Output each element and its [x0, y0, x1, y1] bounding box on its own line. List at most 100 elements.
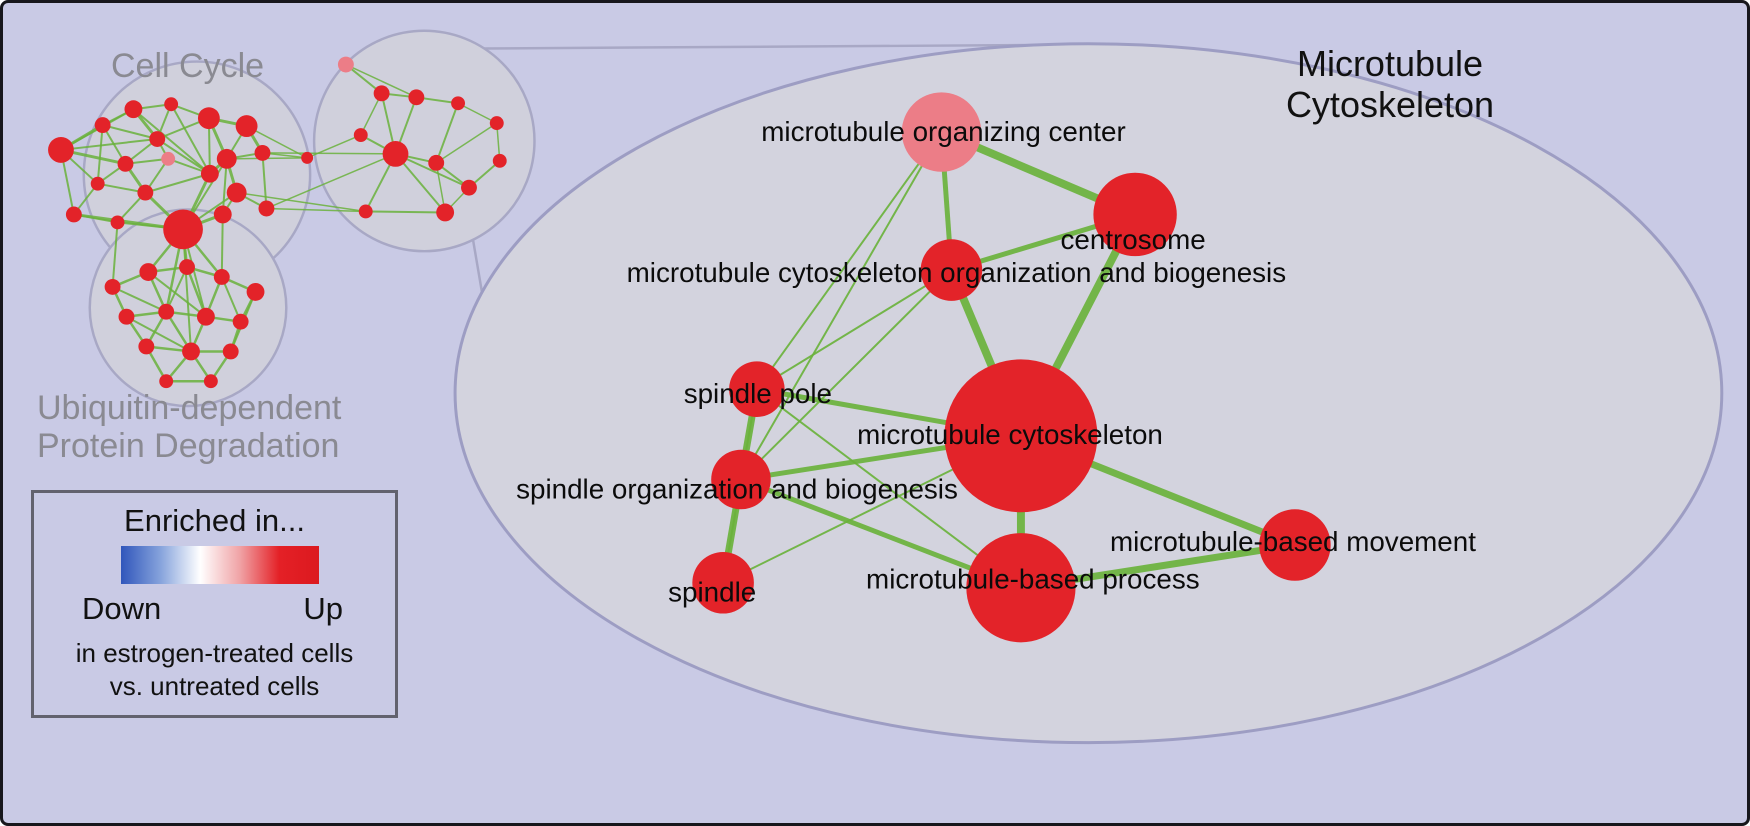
overview-node-33 [104, 278, 121, 295]
overview-node-45 [159, 374, 174, 389]
zoom-node-mc [944, 359, 1098, 513]
zoom-edge-spindle_pole-mbp [756, 388, 1022, 589]
zoom-cone-line-1 [458, 43, 1084, 50]
cluster-label-ubiquitin-line1: Ubiquitin-dependent [37, 389, 342, 427]
zoom-ellipse [453, 42, 1724, 745]
overview-node-26 [382, 140, 409, 167]
overview-node-12 [137, 184, 154, 201]
overview-node-43 [182, 342, 200, 361]
cluster-label-cell-cycle-text: Cell Cycle [111, 47, 265, 85]
overview-node-2 [124, 100, 143, 119]
overview-edge [145, 172, 211, 194]
overview-edge [132, 108, 211, 175]
overview-node-15 [110, 215, 125, 230]
overview-node-37 [246, 282, 265, 301]
overview-node-30 [358, 204, 373, 219]
legend-down-label: Down [82, 591, 162, 626]
zoom-node-label-centrosome: centrosome [1061, 224, 1206, 255]
overview-node-21 [373, 85, 390, 102]
overview-node-5 [235, 115, 258, 138]
zoom-node-label-mc: microtubule cytoskeleton [857, 419, 1163, 450]
overview-node-14 [65, 206, 82, 223]
overview-edge [170, 103, 211, 175]
zoom-node-mbp [966, 533, 1076, 643]
zoom-node-label-mbp: microtubule-based process [866, 564, 1200, 595]
overview-node-35 [179, 259, 195, 276]
zoom-node-centrosome [1093, 172, 1177, 257]
overview-edge [261, 152, 268, 209]
overview-edge [266, 207, 366, 213]
zoom-node-label-mcob: microtubule cytoskeleton organization an… [627, 257, 1286, 288]
overview-edge [60, 138, 158, 151]
overview-node-28 [301, 151, 314, 164]
overview-edge [156, 138, 211, 175]
overview-edge [165, 266, 188, 313]
overview-node-40 [196, 307, 215, 326]
overview-node-1 [94, 117, 111, 134]
overview-node-41 [232, 313, 249, 330]
overview-edge [126, 315, 192, 353]
zoom-edge-moc-spindle_pole [756, 131, 943, 390]
overview-edge [97, 182, 146, 194]
legend-caption-line1: in estrogen-treated cells [75, 638, 354, 668]
overview-edge [365, 210, 446, 214]
overview-node-9 [216, 148, 237, 169]
overview-node-24 [489, 116, 504, 131]
overview-edge [147, 271, 207, 318]
zoom-title-line1: Microtubule [1296, 43, 1484, 84]
zoom-edge-mcob-sob [740, 269, 953, 481]
overview-node-16 [163, 209, 203, 250]
overview-edge [435, 122, 498, 164]
legend-caption: in estrogen-treated cells vs. untreated … [34, 637, 395, 702]
overview-node-34 [139, 263, 158, 281]
overview-node-29 [461, 179, 477, 196]
overview-node-3 [164, 97, 179, 112]
overview-node-39 [158, 303, 175, 320]
overview-edge [262, 152, 396, 155]
overview-node-13 [226, 182, 247, 203]
overview-edge [266, 153, 396, 210]
cluster-circle-microtubule-cytoskeleton [312, 29, 536, 253]
legend-box: Enriched in... Down Up in estrogen-treat… [31, 490, 398, 718]
zoom-node-label-spindle: spindle [668, 577, 756, 608]
zoom-node-label-spindle_pole: spindle pole [684, 378, 832, 409]
cluster-label-microtubule-cytoskeleton: Microtubule Cytoskeleton [1245, 43, 1535, 126]
overview-edge [220, 276, 242, 323]
overview-node-32 [492, 153, 507, 168]
overview-node-17 [213, 205, 232, 224]
overview-node-7 [161, 151, 176, 166]
legend-up-label: Up [303, 591, 343, 626]
overview-node-6 [149, 131, 166, 147]
overview-node-42 [138, 338, 155, 355]
overview-node-10 [254, 144, 271, 161]
overview-node-36 [213, 269, 230, 285]
overview-edge [345, 63, 417, 98]
overview-node-19 [200, 164, 219, 183]
zoom-edge-moc-sob [740, 131, 943, 481]
zoom-node-label-mbm: microtubule-based movement [1110, 526, 1476, 557]
zoom-title-line2: Cytoskeleton [1285, 84, 1495, 126]
zoom-node-label-sob: spindle organization and biogenesis [516, 473, 958, 504]
overview-node-22 [408, 89, 425, 106]
zoom-node-sob [711, 449, 771, 510]
overview-edge [435, 102, 459, 164]
cluster-label-ubiquitin: Ubiquitin-dependent Protein Degradation [37, 389, 341, 465]
zoom-node-mbm [1259, 509, 1331, 581]
zoom-edge-mcob-spindle_pole [756, 269, 952, 391]
overview-edge [246, 125, 308, 159]
legend-title: Enriched in... [124, 503, 305, 538]
cluster-label-ubiquitin-line2: Protein Degradation [37, 427, 340, 466]
overview-edge [236, 191, 366, 213]
legend-caption-line2: vs. untreated cells [109, 670, 320, 701]
overview-edge [102, 124, 158, 140]
legend-gradient-bar [121, 546, 319, 584]
overview-node-38 [118, 308, 135, 325]
zoom-node-spindle [692, 551, 754, 614]
overview-node-8 [117, 155, 134, 172]
zoom-node-spindle_pole [729, 361, 785, 417]
overview-edge [457, 102, 498, 124]
zoom-node-moc [901, 92, 982, 172]
cluster-label-cell-cycle: Cell Cycle [111, 47, 264, 85]
overview-node-31 [436, 203, 455, 222]
